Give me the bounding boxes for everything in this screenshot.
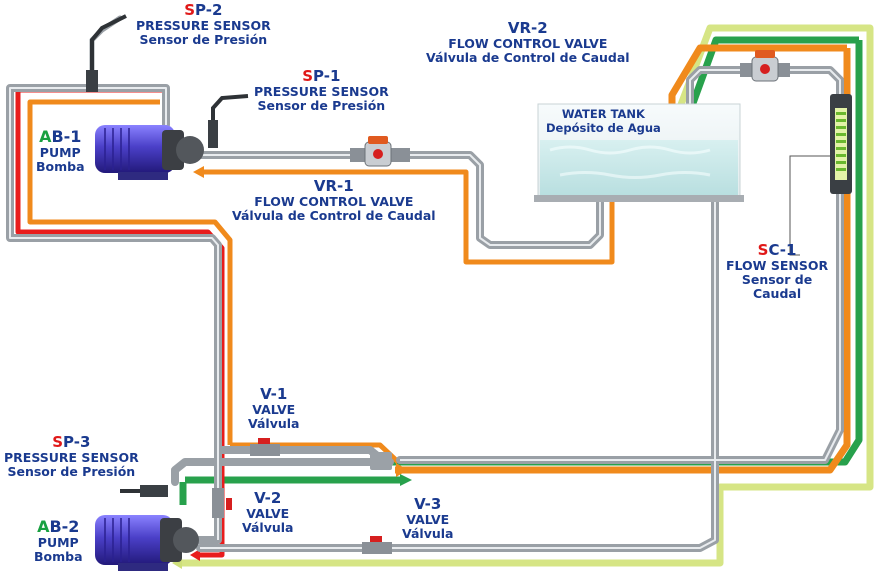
ab2-prefix: A xyxy=(37,517,50,536)
pump-ab2 xyxy=(95,515,199,571)
flow-line-orange-top xyxy=(200,169,615,265)
v2-code: V-2 xyxy=(254,489,282,507)
pressure-sensor-sp2 xyxy=(86,14,127,92)
valve-v2 xyxy=(212,488,232,518)
label-vr2: VR-2 FLOW CONTROL VALVE Válvula de Contr… xyxy=(426,20,630,65)
v1-code: V-1 xyxy=(260,385,288,403)
pressure-sensor-sp3 xyxy=(120,485,168,497)
arrow-orange-right xyxy=(396,463,408,477)
tank-base xyxy=(534,195,744,202)
sp2-es: Sensor de Presión xyxy=(139,31,268,47)
v1-es: Válvula xyxy=(248,415,300,431)
sc1-en: FLOW SENSOR xyxy=(726,257,829,273)
sc1-code: C-1 xyxy=(768,241,797,259)
pump-ab1 xyxy=(95,125,204,180)
ab1-code: B-1 xyxy=(51,127,82,146)
v3-es: Válvula xyxy=(402,525,454,541)
sp3-code: P-3 xyxy=(63,433,91,451)
sp1-prefix: S xyxy=(302,67,314,85)
sp1-es: Sensor de Presión xyxy=(257,97,386,113)
ab2-es: Bomba xyxy=(34,548,83,564)
ab1-es: Bomba xyxy=(36,158,85,174)
sp2-code: P-2 xyxy=(195,1,223,19)
sp2-en: PRESSURE SENSOR xyxy=(136,17,271,33)
tank-en: WATER TANK xyxy=(561,107,645,121)
sp3-es: Sensor de Presión xyxy=(7,463,136,479)
flow-line-orange-left xyxy=(27,99,233,445)
sp3-en: PRESSURE SENSOR xyxy=(4,449,139,465)
vr1-es: Válvula de Control de Caudal xyxy=(232,207,436,223)
flow-control-valve-vr2 xyxy=(740,50,790,82)
label-v1: V-1 VALVE Válvula xyxy=(248,386,299,431)
pressure-sensor-sp1 xyxy=(208,94,249,148)
v3-en: VALVE xyxy=(406,511,450,527)
label-v2: V-2 VALVE Válvula xyxy=(242,490,293,535)
pipe-highlights xyxy=(9,69,841,549)
v2-es: Válvula xyxy=(242,519,294,535)
water-tank xyxy=(534,103,744,202)
sp1-en: PRESSURE SENSOR xyxy=(254,83,389,99)
label-ab2: AB-2 PUMP Bomba xyxy=(34,518,83,564)
vr1-en: FLOW CONTROL VALVE xyxy=(254,193,414,209)
ab1-en: PUMP xyxy=(39,144,81,160)
ab1-prefix: A xyxy=(39,127,52,146)
sp3-prefix: S xyxy=(52,433,64,451)
vr2-en: FLOW CONTROL VALVE xyxy=(448,35,608,51)
v1-en: VALVE xyxy=(252,401,296,417)
label-vr1: VR-1 FLOW CONTROL VALVE Válvula de Contr… xyxy=(232,178,436,223)
sc1-es1: Sensor de xyxy=(741,271,813,287)
valve-v1 xyxy=(250,438,280,456)
flow-sensor-sc1 xyxy=(789,94,852,256)
arrow-green-right xyxy=(400,474,412,486)
flow-control-valve-vr1 xyxy=(350,136,410,167)
tee-junction xyxy=(370,452,392,470)
v2-en: VALVE xyxy=(246,505,290,521)
v3-code: V-3 xyxy=(414,495,442,513)
label-ab1: AB-1 PUMP Bomba xyxy=(36,128,85,174)
sp1-code: P-1 xyxy=(313,67,341,85)
arrow-orange-left xyxy=(193,166,204,178)
label-v3: V-3 VALVE Válvula xyxy=(402,496,453,541)
tank-es: Depósito de Agua xyxy=(546,120,661,135)
label-sp3: SP-3 PRESSURE SENSOR Sensor de Presión xyxy=(4,434,139,479)
valve-v3 xyxy=(362,536,392,554)
vr2-es: Válvula de Control de Caudal xyxy=(426,49,630,65)
label-sc1: SC-1 FLOW SENSOR Sensor de Caudal xyxy=(726,242,828,301)
label-tank: WATER TANK Depósito de Agua xyxy=(546,107,661,136)
sc1-es2: Caudal xyxy=(752,285,802,301)
ab2-code: B-2 xyxy=(49,517,80,536)
arrow-red-left xyxy=(190,549,200,561)
vr1-code: VR-1 xyxy=(313,177,354,195)
pipe-bottom-suction xyxy=(171,458,394,486)
sc1-prefix: S xyxy=(757,241,769,259)
label-sp1: SP-1 PRESSURE SENSOR Sensor de Presión xyxy=(254,68,389,113)
vr2-code: VR-2 xyxy=(507,19,548,37)
flow-line-green xyxy=(179,36,863,505)
sp2-prefix: S xyxy=(184,1,196,19)
label-sp2: SP-2 PRESSURE SENSOR Sensor de Presión xyxy=(136,2,271,47)
ab2-en: PUMP xyxy=(37,534,79,550)
flow-line-lime xyxy=(178,24,874,567)
